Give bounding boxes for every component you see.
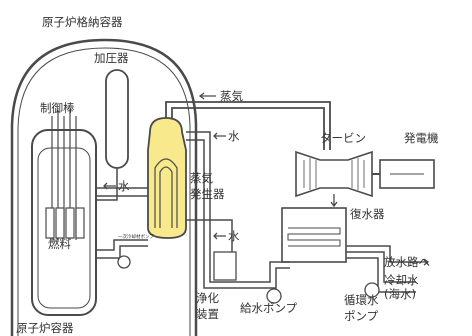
primary-loop-piping — [96, 187, 148, 259]
turbine-label: タービン — [320, 131, 366, 145]
containment-inner-wall — [17, 47, 191, 336]
steam-label: 蒸気 — [220, 89, 243, 103]
cooling-water-line — [346, 245, 420, 293]
water-arrow-left — [103, 182, 116, 190]
steam-arrow — [198, 92, 216, 100]
fuel-label: 燃料 — [48, 237, 71, 251]
containment-vessel — [10, 38, 198, 336]
purification-unit — [213, 251, 237, 281]
purifier-label-1: 浄化 — [196, 291, 219, 305]
steam-line — [165, 101, 331, 150]
steam-generator-label-1: 蒸気 — [190, 171, 213, 185]
circulating-pump-label-2: ポンプ — [344, 309, 379, 323]
control-rods-label: 制御棒 — [40, 101, 75, 115]
water-arrow-bottom — [213, 232, 226, 240]
primary-coolant-pump — [117, 255, 131, 269]
condenser — [281, 207, 347, 263]
fuel-assemblies — [45, 207, 85, 239]
cooling-water-label-2: (海水) — [384, 287, 416, 301]
water-label-top: 水 — [228, 129, 240, 143]
circulating-water-pump — [364, 282, 380, 298]
steam-generator — [147, 117, 187, 239]
feedwater-pump — [266, 288, 282, 304]
outlet-arrow — [420, 258, 430, 266]
water-arrow-top — [213, 132, 226, 140]
pump-small-label: 一次冷却材ポンプ — [118, 233, 154, 240]
cooling-water-label-1: 冷却水 — [384, 273, 419, 287]
turbine-exhaust-arrow — [330, 194, 338, 208]
outlet-label: 放水路へ — [384, 255, 430, 269]
water-label-left: 水 — [118, 179, 130, 193]
feed-pump-label: 給水ポンプ — [240, 301, 298, 315]
feedwater-line — [186, 131, 290, 289]
steam-generator-label-2: 発生器 — [190, 187, 225, 201]
water-label-bottom: 水 — [228, 229, 240, 243]
circulating-pump-label-1: 循環水 — [344, 293, 379, 307]
containment-label: 原子炉格納容器 — [42, 15, 123, 29]
turbine — [295, 150, 373, 198]
pressurizer-label: 加圧器 — [94, 51, 129, 65]
generator-label: 発電機 — [404, 131, 439, 145]
purifier-label-2: 装置 — [196, 307, 219, 321]
pressurizer — [96, 69, 129, 201]
condenser-label: 復水器 — [350, 207, 385, 221]
reactor-vessel-label: 原子炉容器 — [16, 321, 74, 335]
